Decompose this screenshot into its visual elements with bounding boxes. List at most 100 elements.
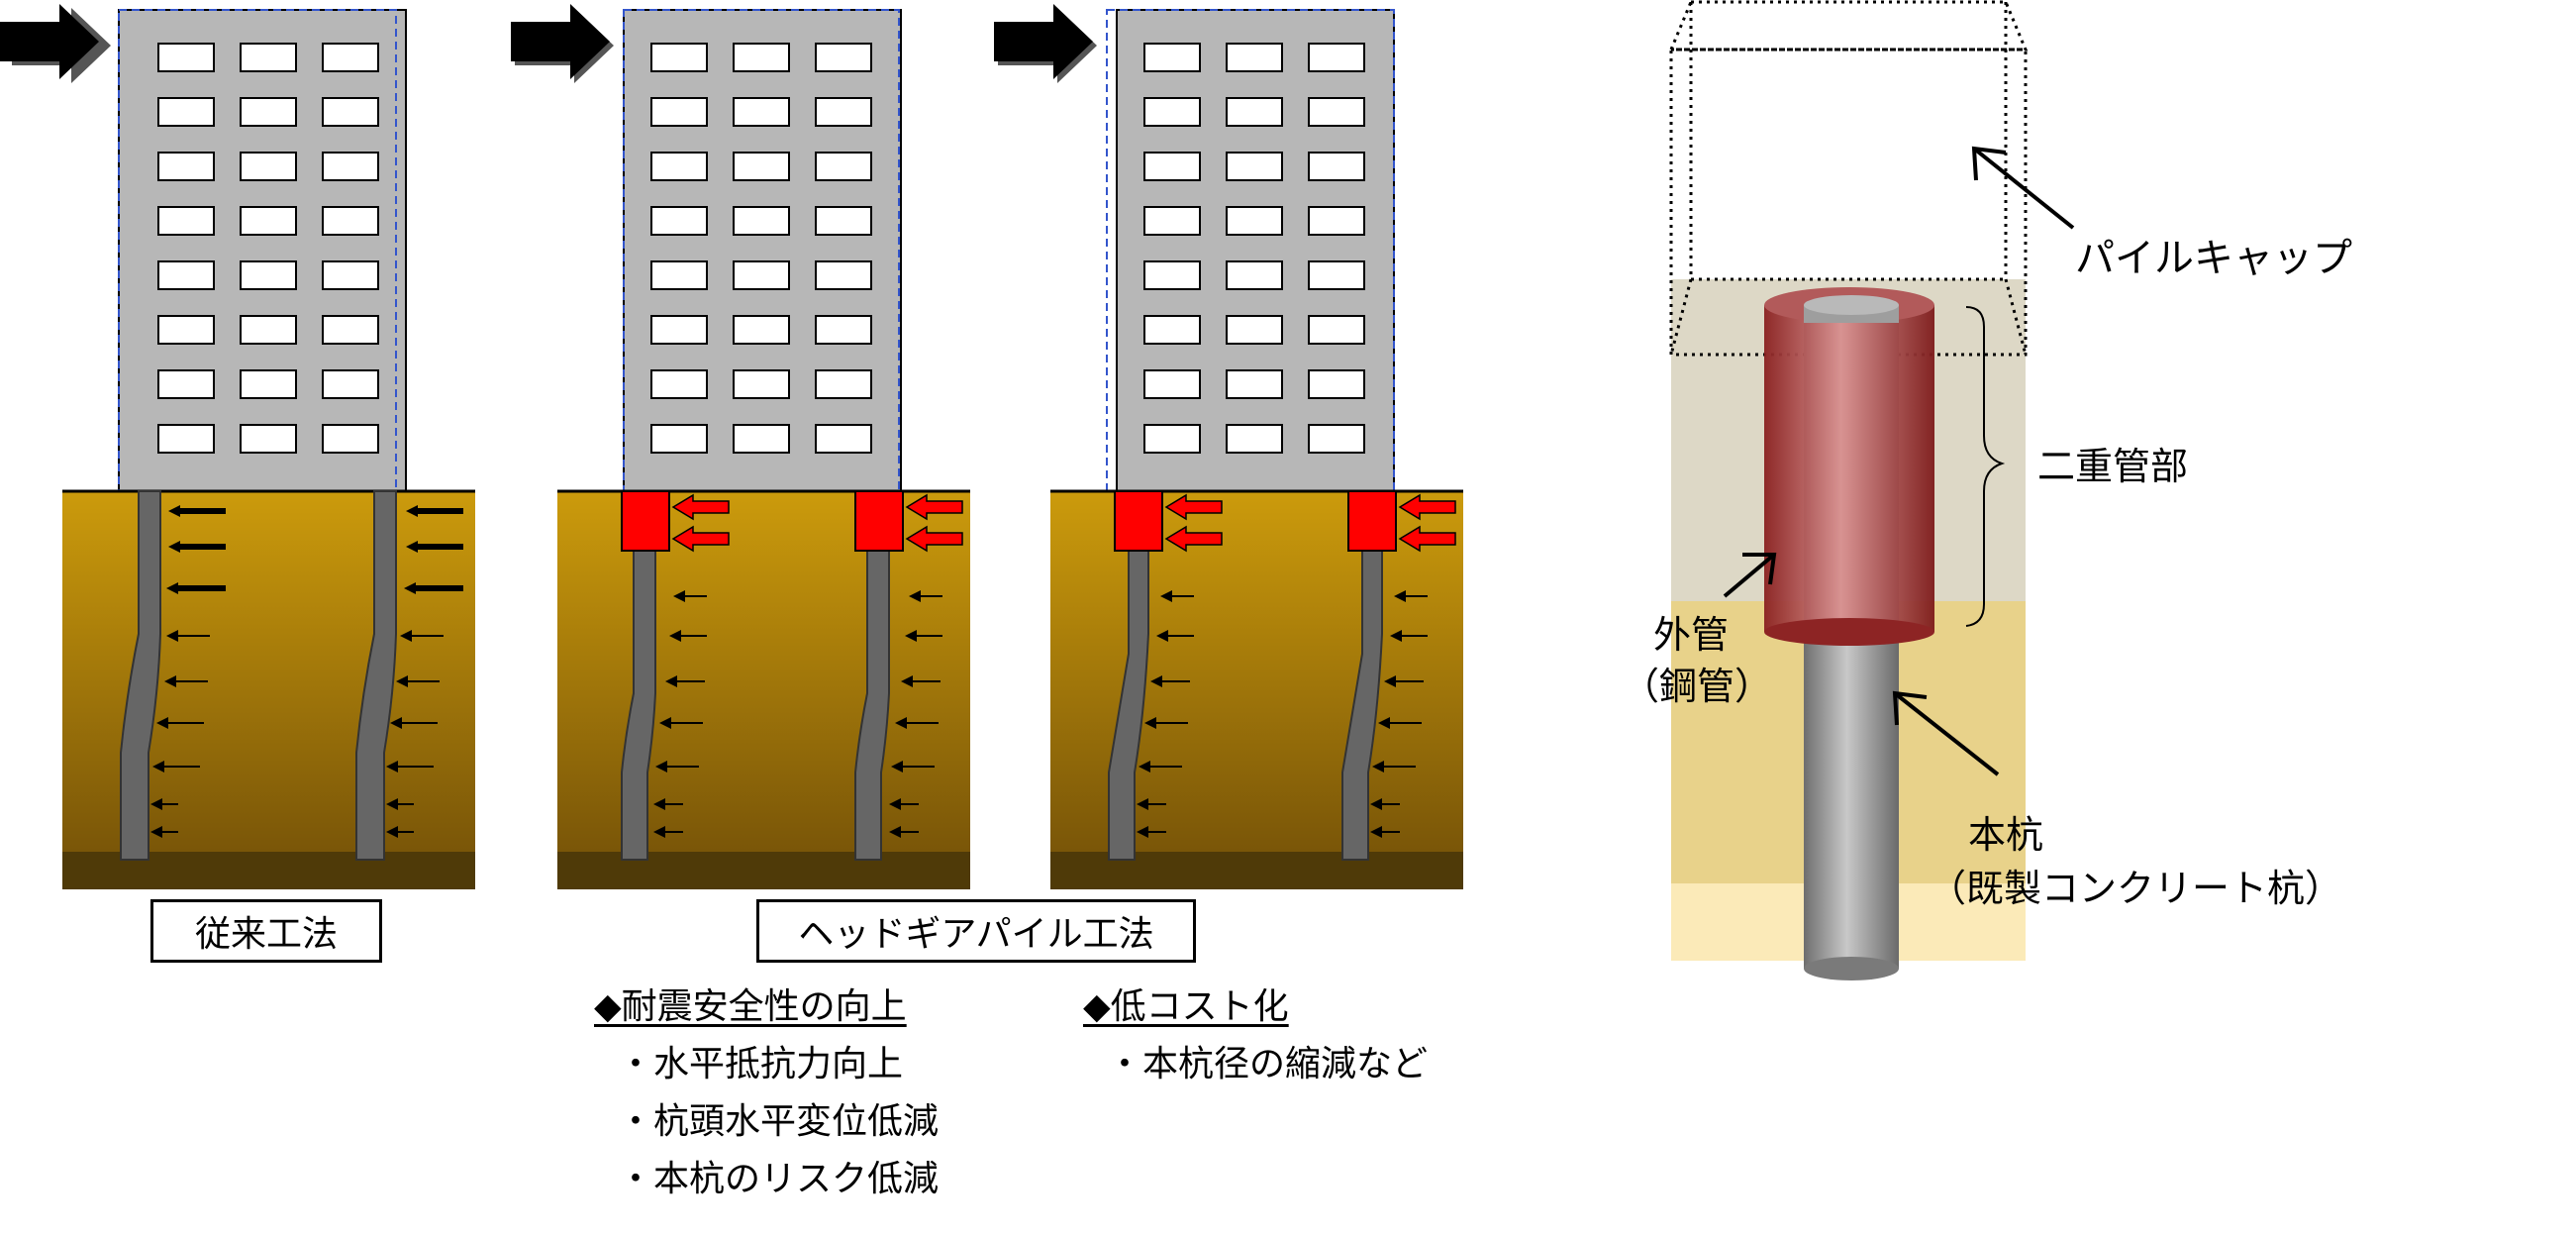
reaction-arrow-head bbox=[386, 761, 398, 773]
window bbox=[1226, 206, 1283, 236]
callout-pile-cap: パイルキャップ bbox=[2075, 236, 2352, 281]
window bbox=[815, 424, 872, 454]
building-outline-dashed bbox=[1106, 9, 1395, 492]
window bbox=[322, 152, 379, 181]
reaction-arrow-head bbox=[406, 541, 418, 553]
window bbox=[157, 315, 215, 345]
reaction-arrow-head bbox=[150, 826, 162, 838]
window bbox=[1308, 206, 1365, 236]
window bbox=[650, 260, 708, 290]
building-windows bbox=[650, 43, 872, 454]
window bbox=[1143, 315, 1201, 345]
window bbox=[240, 369, 297, 399]
window bbox=[1308, 424, 1365, 454]
window bbox=[815, 43, 872, 72]
pile bbox=[621, 550, 656, 861]
reaction-arrow-head bbox=[1378, 717, 1390, 729]
window bbox=[650, 97, 708, 127]
main-pile-top bbox=[1804, 295, 1899, 315]
window bbox=[322, 369, 379, 399]
reaction-arrow-head bbox=[1137, 798, 1148, 810]
window bbox=[322, 260, 379, 290]
window bbox=[240, 43, 297, 72]
reaction-arrow-head bbox=[669, 630, 681, 642]
panel-headgear-2 bbox=[994, 4, 1463, 889]
reaction-arrow-head bbox=[152, 761, 164, 773]
headgear-arrow bbox=[1398, 525, 1456, 553]
window bbox=[733, 424, 790, 454]
window bbox=[157, 424, 215, 454]
reaction-arrow-head bbox=[1372, 761, 1384, 773]
reaction-arrow-head bbox=[1394, 590, 1406, 602]
lateral-force-arrow bbox=[994, 4, 1093, 79]
window bbox=[240, 206, 297, 236]
headgear-arrow bbox=[671, 525, 730, 553]
headgear-arrow bbox=[905, 525, 963, 553]
window bbox=[650, 369, 708, 399]
window bbox=[322, 315, 379, 345]
headgear-block bbox=[621, 490, 670, 552]
leader-arrows bbox=[1723, 146, 2075, 776]
window bbox=[815, 152, 872, 181]
reaction-arrow-head bbox=[1137, 826, 1148, 838]
window bbox=[815, 369, 872, 399]
headgear-arrow bbox=[1398, 493, 1456, 521]
benefit-seismic-item: ・杭頭水平変位低減 bbox=[618, 1101, 940, 1142]
reaction-arrow-head bbox=[166, 630, 178, 642]
pile-cap-outline bbox=[1668, 0, 2029, 357]
window bbox=[1308, 152, 1365, 181]
headgear-force-arrows bbox=[1164, 493, 1456, 553]
window bbox=[733, 260, 790, 290]
reaction-arrow-head bbox=[386, 798, 398, 810]
soil-reaction-arrows bbox=[1137, 590, 1428, 838]
reaction-arrow-head bbox=[1156, 630, 1168, 642]
benefit-cost-item: ・本杭径の縮減など bbox=[1107, 1044, 1429, 1084]
headgear-arrow bbox=[1164, 493, 1223, 521]
callout-outer-pipe-sub: （鋼管） bbox=[1622, 665, 1773, 708]
building bbox=[118, 9, 407, 492]
reaction-arrow-head bbox=[655, 761, 667, 773]
window bbox=[1308, 260, 1365, 290]
reaction-arrow-head bbox=[653, 798, 665, 810]
window bbox=[1308, 369, 1365, 399]
window bbox=[733, 206, 790, 236]
window bbox=[1226, 152, 1283, 181]
reaction-arrow-head bbox=[905, 630, 917, 642]
building bbox=[1116, 9, 1395, 492]
window bbox=[1143, 206, 1201, 236]
window bbox=[157, 97, 215, 127]
window bbox=[1226, 260, 1283, 290]
lateral-force-arrow bbox=[0, 4, 99, 79]
window bbox=[1308, 43, 1365, 72]
building-outline-dashed bbox=[118, 9, 397, 492]
window bbox=[157, 260, 215, 290]
window bbox=[322, 206, 379, 236]
window bbox=[733, 43, 790, 72]
window bbox=[733, 97, 790, 127]
main-pile-bottom bbox=[1804, 957, 1899, 980]
reaction-arrow-head bbox=[891, 761, 903, 773]
window bbox=[322, 424, 379, 454]
window bbox=[815, 260, 872, 290]
callout-outer-pipe: 外管 bbox=[1653, 613, 1730, 657]
reaction-arrow-head bbox=[1384, 675, 1396, 687]
window bbox=[157, 43, 215, 72]
window bbox=[1143, 43, 1201, 72]
reaction-arrow-head bbox=[889, 826, 901, 838]
reaction-arrow-head bbox=[400, 630, 412, 642]
reaction-arrow-head bbox=[396, 675, 408, 687]
window bbox=[733, 315, 790, 345]
building bbox=[623, 9, 902, 492]
window bbox=[815, 206, 872, 236]
reaction-arrow-head bbox=[1390, 630, 1402, 642]
reaction-arrow-head bbox=[1139, 761, 1150, 773]
window bbox=[1308, 315, 1365, 345]
callout-main-pile: 本杭 bbox=[1968, 813, 2044, 857]
window bbox=[1226, 315, 1283, 345]
bedrock-layer bbox=[557, 852, 970, 889]
soil-reaction-arrows bbox=[150, 505, 463, 838]
benefit-seismic-item: ・水平抵抗力向上 bbox=[618, 1044, 904, 1084]
reaction-arrow-head bbox=[150, 798, 162, 810]
reaction-arrow-head bbox=[1144, 717, 1156, 729]
reaction-arrow-head bbox=[390, 717, 402, 729]
